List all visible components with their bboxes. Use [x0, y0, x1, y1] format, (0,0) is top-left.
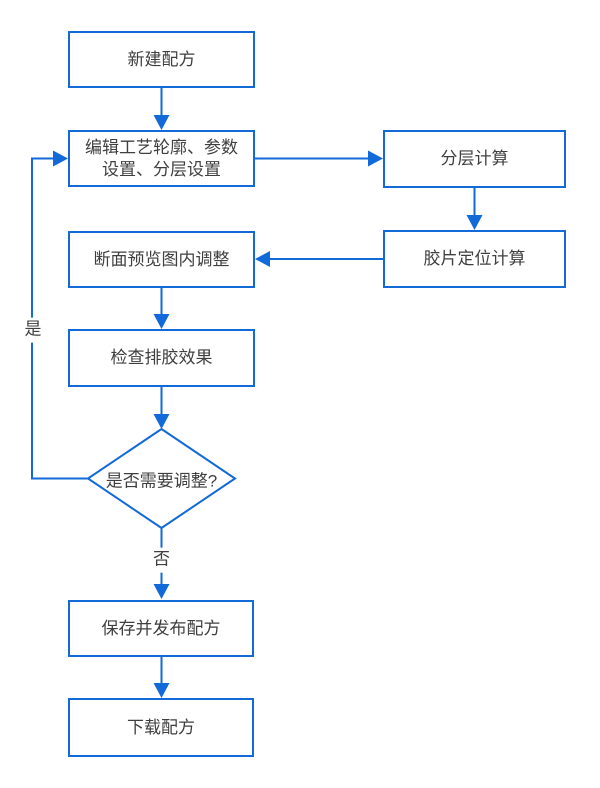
edge-label-yes: 是: [23, 317, 43, 343]
arrowhead-save-to-download: [153, 683, 170, 698]
node-layer-calc-label: 分层计算: [440, 149, 509, 168]
arrowhead-edit-to-layercalc: [368, 150, 383, 167]
node-download-recipe: 下载配方: [68, 698, 254, 757]
decision-diamond-shape: [86, 427, 237, 530]
node-preview-adjust: 断面预览图内调整: [68, 231, 255, 288]
node-save-publish-label: 保存并发布配方: [101, 618, 221, 638]
node-save-publish: 保存并发布配方: [68, 600, 254, 657]
arrowhead-check-to-decision: [153, 414, 170, 429]
node-edit-settings: 编辑工艺轮廓、参数设置、分层设置: [68, 130, 255, 187]
arrowhead-decision-loop-to-edit: [53, 150, 68, 167]
node-layer-calc: 分层计算: [383, 130, 566, 188]
node-film-positioning-calc: 胶片定位计算: [383, 230, 566, 288]
node-download-recipe-label: 下载配方: [127, 717, 195, 737]
node-new-recipe: 新建配方: [68, 31, 255, 88]
arrowhead-filmcalc-to-preview: [255, 251, 270, 267]
node-edit-settings-label: 编辑工艺轮廓、参数设置、分层设置: [85, 137, 238, 179]
decision-need-adjust-label: 是否需要调整?: [105, 471, 218, 491]
edge-label-no: 否: [152, 547, 171, 573]
node-new-recipe-label: 新建配方: [127, 49, 196, 69]
node-preview-adjust-label: 断面预览图内调整: [93, 249, 230, 269]
arrowhead-new-to-edit: [153, 115, 170, 130]
arrowhead-layercalc-to-filmcalc: [466, 215, 483, 230]
node-film-positioning-calc-label: 胶片定位计算: [423, 249, 526, 268]
arrowhead-decision-to-save: [153, 584, 170, 599]
node-check-glue-effect: 检查排胶效果: [68, 329, 255, 387]
node-check-glue-effect-label: 检查排胶效果: [110, 348, 213, 367]
arrowhead-preview-to-check: [153, 314, 170, 329]
